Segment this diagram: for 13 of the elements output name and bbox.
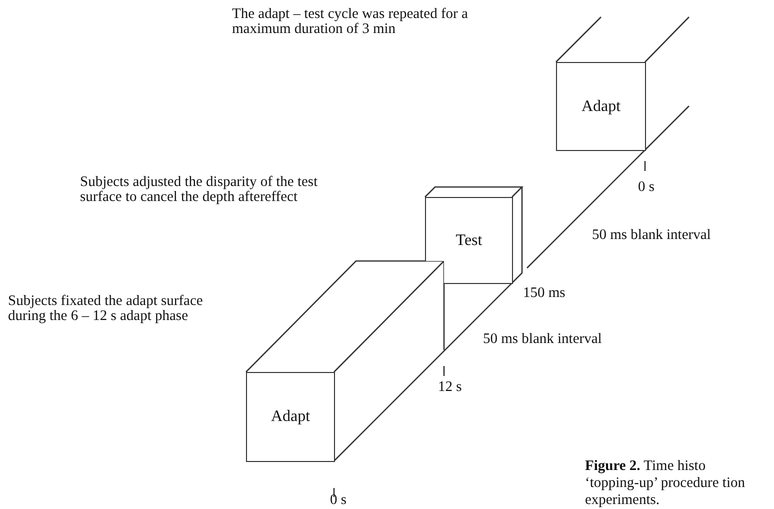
time-label: 150 ms [523, 286, 566, 301]
interval-label: 50 ms blank interval [592, 228, 712, 243]
figure-caption: Figure 2. Time histo ‘topping-up’ procedure tion experiments. [585, 458, 746, 509]
stage-box: Adapt [246, 372, 335, 462]
note: Subjects fixated the adapt surface during the 6 – 12 s adapt phase [8, 294, 203, 324]
stage-box: Adapt [556, 62, 646, 151]
note: The adapt – test cycle was repeated for a maximum duration of 3 min [232, 7, 469, 37]
stage-box: Test [425, 197, 513, 284]
time-label: 12 s [438, 380, 463, 395]
time-label: 0 s [330, 493, 348, 508]
note: Subjects adjusted the disparity of the test surface to cancel the depth aftereffect [80, 175, 319, 205]
interval-label: 50 ms blank interval [483, 332, 603, 347]
time-label: 0 s [638, 180, 656, 195]
